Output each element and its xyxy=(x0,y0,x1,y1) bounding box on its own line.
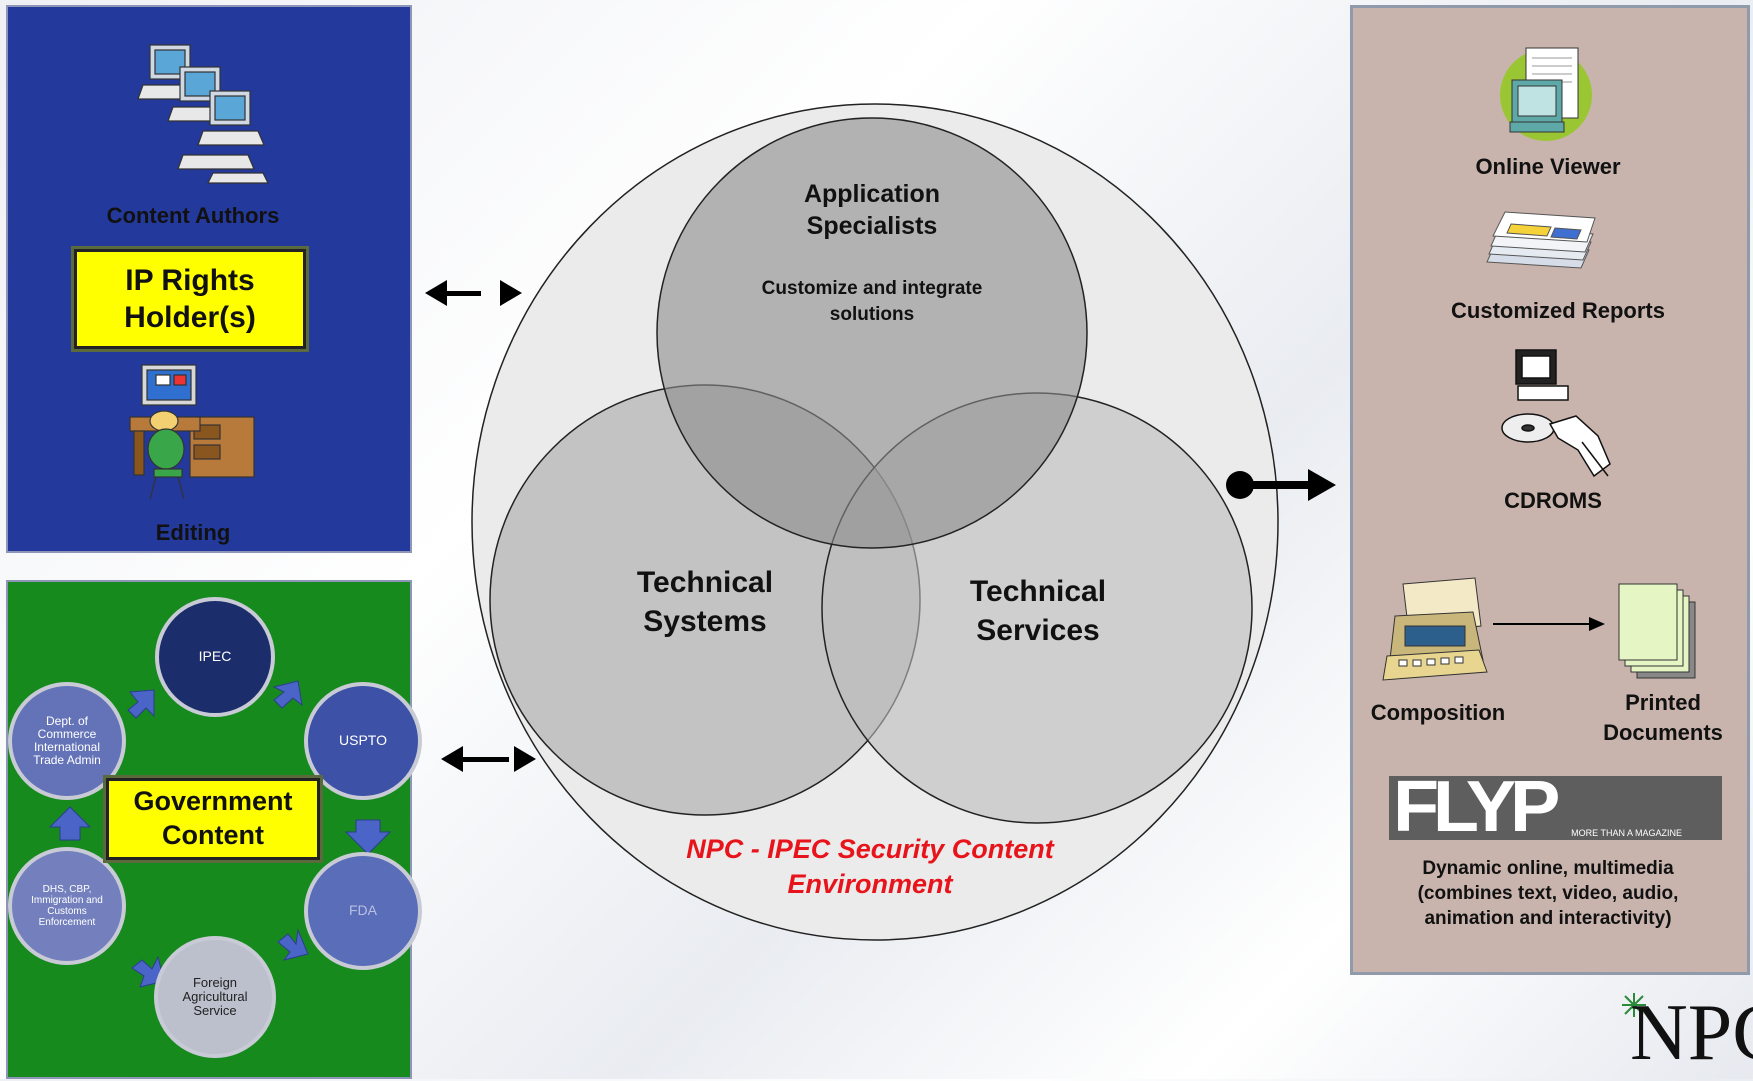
composition-label: Composition xyxy=(1370,700,1506,725)
online-viewer-label: Online Viewer xyxy=(1475,154,1621,179)
cdrom-hand-icon xyxy=(1501,349,1611,478)
gov-node-fas: Foreign Agricultural Service xyxy=(154,936,276,1058)
gov-node-commerce-label: Dept. of Commerce International Trade Ad… xyxy=(33,713,101,768)
online-viewer-icon xyxy=(1500,47,1592,141)
gov-node-dhs: DHS, CBP, Immigration and Customs Enforc… xyxy=(8,847,126,965)
government-content-box: Government Content xyxy=(106,778,320,860)
double-arrow-top xyxy=(425,280,522,306)
gov-node-dhs-label: DHS, CBP, Immigration and Customs Enforc… xyxy=(31,884,103,928)
gov-node-uspto: USPTO xyxy=(304,682,422,800)
editing-label: Editing xyxy=(155,520,231,545)
technical-services-title: Technical Services xyxy=(969,575,1107,647)
cdroms-label: CDROMS xyxy=(1504,488,1602,513)
content-authors-label: Content Authors xyxy=(106,203,280,228)
ip-rights-holder-box: IP Rights Holder(s) xyxy=(74,249,306,349)
npc-logo: NPC xyxy=(1620,985,1753,1079)
gov-node-fda: FDA xyxy=(304,852,422,970)
gov-node-fda-label: FDA xyxy=(349,902,377,919)
application-specialists-title: Application Specialists xyxy=(803,180,941,240)
output-arrow xyxy=(1226,469,1336,501)
content-authors-panel: Content Authors IP Rights Holder(s) Edit… xyxy=(6,5,412,553)
editor-at-desk-icon xyxy=(129,364,255,500)
application-specialists-subtitle: Customize and integrate solutions xyxy=(761,278,983,325)
technical-systems-title: Technical Systems xyxy=(636,566,774,638)
flyp-logo: FLYP MORE THAN A MAGAZINE xyxy=(1389,776,1722,840)
npc-logo-text: NPC xyxy=(1630,989,1753,1077)
gov-node-ipec-label: IPEC xyxy=(198,648,232,665)
customized-reports-label: Customized Reports xyxy=(1451,298,1665,323)
gov-node-ipec: IPEC xyxy=(155,597,275,717)
flyp-tagline: MORE THAN A MAGAZINE xyxy=(1571,828,1682,838)
dynamic-description: Dynamic online, multimedia (combines tex… xyxy=(1417,858,1679,930)
typewriter-icon xyxy=(1382,577,1488,681)
logo-star-icon xyxy=(1622,993,1646,1017)
flyp-wordmark: FLYP xyxy=(1393,776,1560,840)
gov-node-uspto-label: USPTO xyxy=(339,732,387,749)
composition-arrow xyxy=(1493,617,1605,631)
government-content-panel: IPEC USPTO FDA Foreign Agricultural Serv… xyxy=(6,580,422,1079)
application-specialists-circle xyxy=(656,117,1088,549)
report-stack-icon xyxy=(1486,211,1596,269)
printed-documents-label: Printed Documents xyxy=(1603,690,1723,745)
gov-node-fas-label: Foreign Agricultural Service xyxy=(182,974,248,1019)
networked-computers-icon xyxy=(137,44,269,184)
double-arrow-bottom xyxy=(441,746,536,772)
outputs-panel: Online Viewer Customized Reports CDROMS xyxy=(1350,5,1750,975)
environment-label: NPC - IPEC Security Content Environment xyxy=(686,834,1054,900)
printed-pages-icon xyxy=(1618,583,1696,679)
